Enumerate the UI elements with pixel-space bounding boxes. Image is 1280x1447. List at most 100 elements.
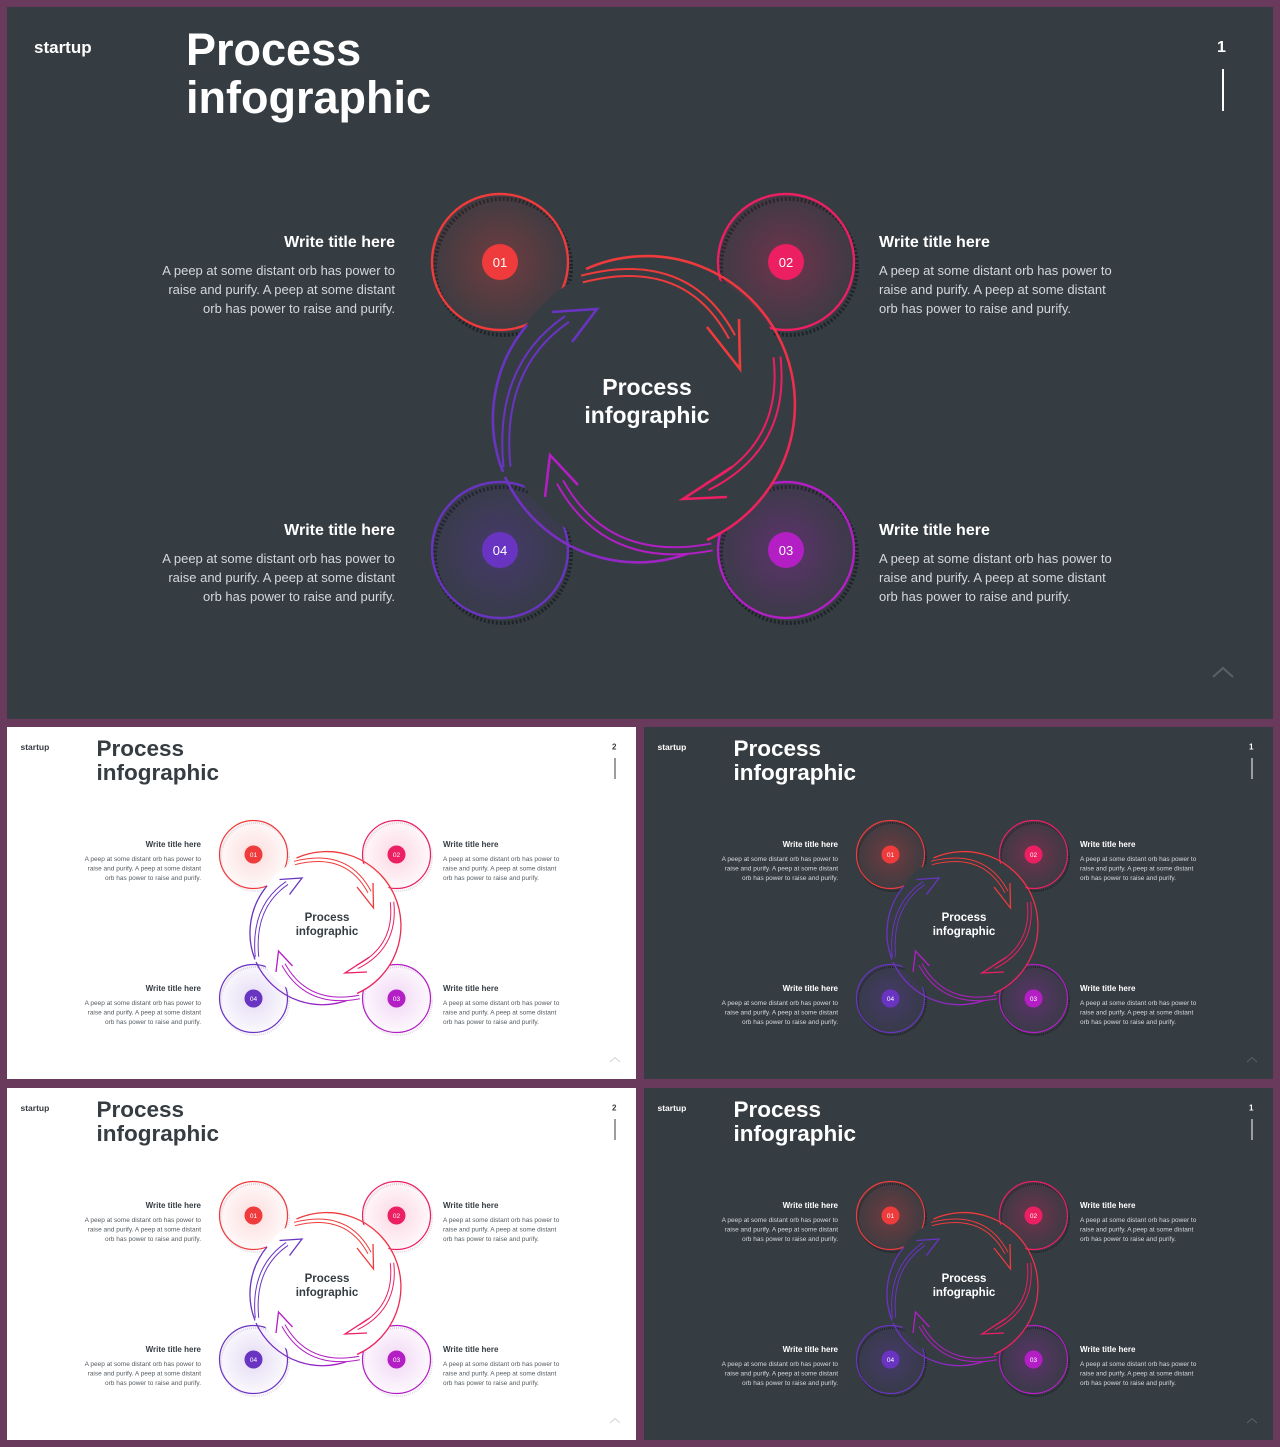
page-number: 1 — [1249, 1104, 1254, 1113]
ring-arc-left — [886, 885, 905, 960]
brand-label: startup — [657, 742, 687, 753]
arrow-04-01-inner — [255, 1242, 288, 1319]
step-description: A peep at some distant orb has power to … — [879, 263, 1112, 316]
page-title-line1: Process — [186, 24, 362, 75]
arrow-04-01-head — [551, 307, 600, 343]
arrow-03-04-head — [912, 1310, 930, 1334]
chevron-up-icon[interactable] — [1211, 665, 1235, 679]
step-description: A peep at some distant orb has power to … — [162, 551, 395, 604]
step-description: A peep at some distant orb has power to … — [84, 855, 201, 882]
chevron-up-icon[interactable] — [1246, 1056, 1258, 1063]
arrow-03-04-head — [543, 452, 579, 498]
arrow-04-01-head — [279, 1238, 304, 1256]
ring-arc-right — [933, 850, 1039, 995]
chevron-up-icon[interactable] — [609, 1056, 621, 1063]
ring-arc-left — [249, 885, 268, 960]
chevron-up-icon[interactable] — [1246, 1417, 1258, 1424]
step-badge-01: 01 — [244, 1206, 263, 1225]
step-description: A peep at some distant orb has power to … — [443, 999, 560, 1026]
step-block-01: Write title here A peep at some distant o… — [81, 841, 201, 883]
ring-arc-right — [296, 1211, 402, 1356]
arrow-01-02-inner — [581, 270, 735, 339]
step-badge-04: 04 — [881, 1350, 900, 1369]
arrow-02-03-inner — [705, 356, 781, 490]
step-title: Write title here — [1080, 840, 1136, 850]
process-cycle-diagram — [7, 727, 636, 1079]
step-title: Write title here — [879, 522, 990, 539]
step-description: A peep at some distant orb has power to … — [443, 1216, 560, 1243]
center-title-line2: infographic — [295, 924, 359, 938]
arrow-01-02-head — [356, 1243, 375, 1271]
brand-label: startup — [34, 38, 92, 57]
step-title: Write title here — [145, 1201, 201, 1211]
step-title: Write title here — [443, 984, 499, 994]
page-title-line1: Process — [733, 735, 822, 761]
step-badge-03: 03 — [387, 1350, 406, 1369]
arrow-03-04-head — [275, 949, 293, 973]
arrow-02-03-inner — [356, 1262, 394, 1330]
page-title-line2: infographic — [733, 1120, 857, 1146]
arrow-02-03-head — [979, 1317, 1007, 1335]
chevron-up-icon[interactable] — [609, 1417, 621, 1424]
process-cycle-diagram — [644, 727, 1273, 1079]
center-title-line2: infographic — [932, 1285, 996, 1299]
arrow-04-01-head — [916, 877, 941, 895]
arrow-04-01-inner — [255, 881, 288, 958]
center-title-line1: Process — [602, 374, 692, 400]
ring-arc-left — [491, 324, 528, 473]
arrow-03-04-inner — [282, 963, 360, 1001]
step-title: Write title here — [1080, 1345, 1136, 1355]
step-badge-02: 02 — [1024, 1206, 1043, 1225]
arrow-04-01-head — [279, 877, 304, 895]
process-cycle-diagram — [7, 1088, 636, 1440]
brand-label: startup — [657, 1103, 687, 1114]
arrow-01-02-inner — [931, 858, 1008, 893]
step-badge-03: 03 — [387, 989, 406, 1008]
center-title-line2: infographic — [295, 1285, 359, 1299]
page-title-line1: Process — [96, 735, 185, 761]
step-description: A peep at some distant orb has power to … — [721, 999, 838, 1026]
step-title: Write title here — [145, 1345, 201, 1355]
arrow-01-02-head — [705, 318, 742, 373]
arrow-02-03-inner — [993, 901, 1031, 969]
arrow-04-01-inner — [892, 881, 925, 958]
step-badge-01: 01 — [881, 1206, 900, 1225]
step-badge-01: 01 — [482, 244, 518, 280]
arrow-02-03-head — [342, 1317, 370, 1335]
step-description: A peep at some distant orb has power to … — [443, 855, 560, 882]
ring-arc-right — [296, 850, 402, 995]
page-divider — [614, 1119, 616, 1140]
arrow-01-02-inner — [931, 1219, 1008, 1254]
step-badge-04: 04 — [881, 989, 900, 1008]
center-title-line1: Process — [304, 910, 350, 924]
arrow-02-03-inner — [356, 901, 394, 969]
step-title: Write title here — [782, 840, 838, 850]
brand-label: startup — [20, 742, 50, 753]
step-title: Write title here — [145, 840, 201, 850]
arrow-01-02-inner — [294, 858, 371, 893]
step-badge-03: 03 — [1024, 1350, 1043, 1369]
step-badge-01: 01 — [244, 845, 263, 864]
ring-arc-left — [249, 1246, 268, 1321]
step-description: A peep at some distant orb has power to … — [1080, 1360, 1197, 1387]
step-description: A peep at some distant orb has power to … — [84, 999, 201, 1026]
page-divider — [1222, 69, 1224, 111]
